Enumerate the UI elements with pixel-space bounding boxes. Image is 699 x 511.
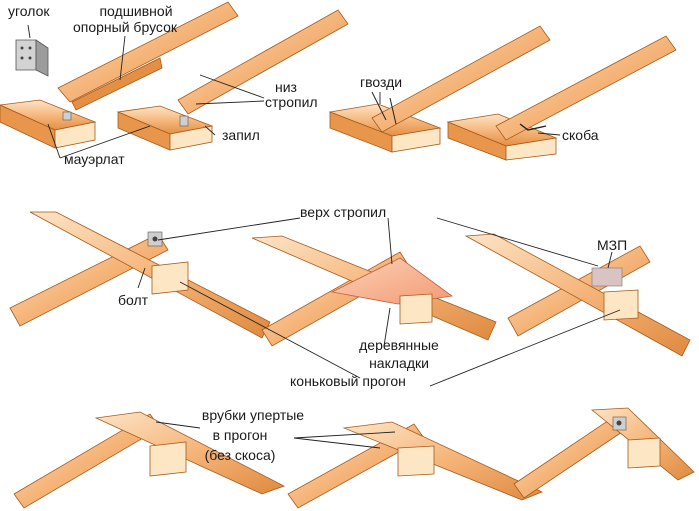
rafter-beam	[177, 9, 349, 115]
row1-nail-fastening	[328, 25, 551, 153]
row1-notch-fastening	[116, 9, 349, 151]
label-mauerlat: мауэрлат	[64, 151, 125, 167]
row2-bolt-joint	[9, 211, 271, 339]
ridge-purlin-end	[149, 441, 187, 477]
label-wood-plates-line2: накладки	[369, 355, 429, 371]
label-ridge-purlin: коньковый прогон	[290, 373, 406, 389]
label-notches-line1: врубки упертые	[201, 407, 305, 423]
label-support-bar-line1: подшивной	[99, 3, 173, 19]
row1-staple-fastening	[446, 35, 677, 161]
label-notch: запил	[222, 127, 260, 143]
staple	[519, 123, 547, 131]
ridge-purlin-end	[397, 445, 435, 477]
row1-corner-fastening	[0, 1, 239, 149]
label-wood-plates-line1: деревянные	[359, 337, 439, 353]
label-rafter-bottom-line1: низ	[275, 79, 297, 95]
label-support-bar-line2: опорный брусок	[72, 19, 177, 35]
label-bolt: болт	[118, 292, 149, 308]
label-notches-line2: в прогон	[212, 427, 268, 443]
label-mzp: МЗП	[597, 237, 628, 253]
ridge-purlin-end	[399, 293, 433, 325]
rafter-beam	[371, 25, 551, 133]
label-rafter-bottom-line2: стропил	[265, 94, 318, 110]
label-notches-line3: (без скоса)	[204, 447, 276, 463]
wooden-plate	[330, 257, 454, 305]
label-rafter-top: верх стропил	[300, 204, 387, 220]
rafter-beam	[57, 1, 239, 103]
ridge-purlin-end	[627, 437, 661, 469]
ridge-purlin-end	[151, 261, 189, 295]
leader-lines	[27, 24, 621, 449]
label-nails: гвозди	[360, 74, 403, 90]
ridge-purlin-end	[603, 289, 639, 321]
row3-joint-3	[513, 407, 695, 499]
mauerlat-end	[54, 121, 96, 149]
support-bar	[71, 57, 163, 111]
row2-wood-plate-joint	[251, 235, 497, 347]
row3-joint-2	[287, 421, 544, 509]
corner-bracket	[15, 39, 49, 77]
label-staple: скоба	[562, 127, 599, 143]
label-corner: уголок	[8, 3, 50, 19]
rafter-beam	[495, 35, 677, 141]
row3-joint-1	[13, 411, 285, 509]
row2-mzp-joint	[464, 233, 691, 357]
mzp-plate	[591, 267, 623, 287]
